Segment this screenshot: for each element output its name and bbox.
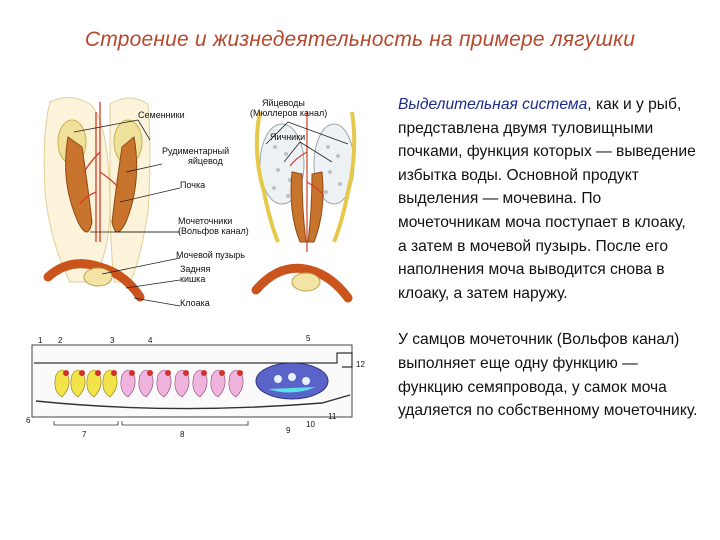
num-10: 10 <box>306 420 315 429</box>
label-ovaries: Яичники <box>270 132 305 142</box>
label-bladder: Мочевой пузырь <box>176 250 245 260</box>
num-6: 6 <box>26 416 31 425</box>
paragraph-1: Выделительная система, как и у рыб, пред… <box>398 93 698 305</box>
male-bladder <box>84 268 112 286</box>
num-5: 5 <box>306 334 311 343</box>
label-rudimentary-2: яйцевод <box>188 156 223 166</box>
label-hindgut-1: Задняя <box>180 264 211 274</box>
num-12: 12 <box>356 360 365 369</box>
label-rudimentary-1: Рудиментарный <box>162 146 229 156</box>
num-9: 9 <box>286 426 291 435</box>
frog-urogenital-figure: Семенники Яйцеводы (Мюллеров канал) Руди… <box>30 92 360 322</box>
description-text: Выделительная система, как и у рыб, пред… <box>398 93 698 423</box>
female-kidney-left <box>291 172 306 242</box>
female-kidney-right <box>308 172 323 242</box>
num-4: 4 <box>148 336 153 345</box>
label-cloaca: Клоака <box>180 298 210 308</box>
num-7: 7 <box>82 430 87 439</box>
label-kidney: Почка <box>180 180 205 190</box>
label-hindgut-2: кишка <box>180 274 205 284</box>
num-2: 2 <box>58 336 63 345</box>
term-excretory-system: Выделительная система <box>398 96 587 113</box>
paragraph-1-rest: , как и у рыб, представлена двумя тулови… <box>398 96 696 302</box>
label-oviducts-sub: (Мюллеров канал) <box>250 108 327 118</box>
label-oviducts: Яйцеводы <box>262 98 305 108</box>
num-1: 1 <box>38 336 43 345</box>
num-3: 3 <box>110 336 115 345</box>
female-bladder <box>292 273 320 291</box>
kidney-schematic-figure: 1 2 3 4 5 12 6 7 8 9 10 11 <box>22 333 372 443</box>
label-ureters: Мочеточники <box>178 216 232 226</box>
num-11: 11 <box>328 412 337 421</box>
label-testes: Семенники <box>138 110 185 120</box>
num-8: 8 <box>180 430 185 439</box>
slide-title: Строение и жизнедеятельность на примере … <box>0 28 720 52</box>
label-ureters-sub: (Вольфов канал) <box>178 226 249 236</box>
paragraph-2: У самцов мочеточник (Вольфов канал) выпо… <box>398 328 698 422</box>
